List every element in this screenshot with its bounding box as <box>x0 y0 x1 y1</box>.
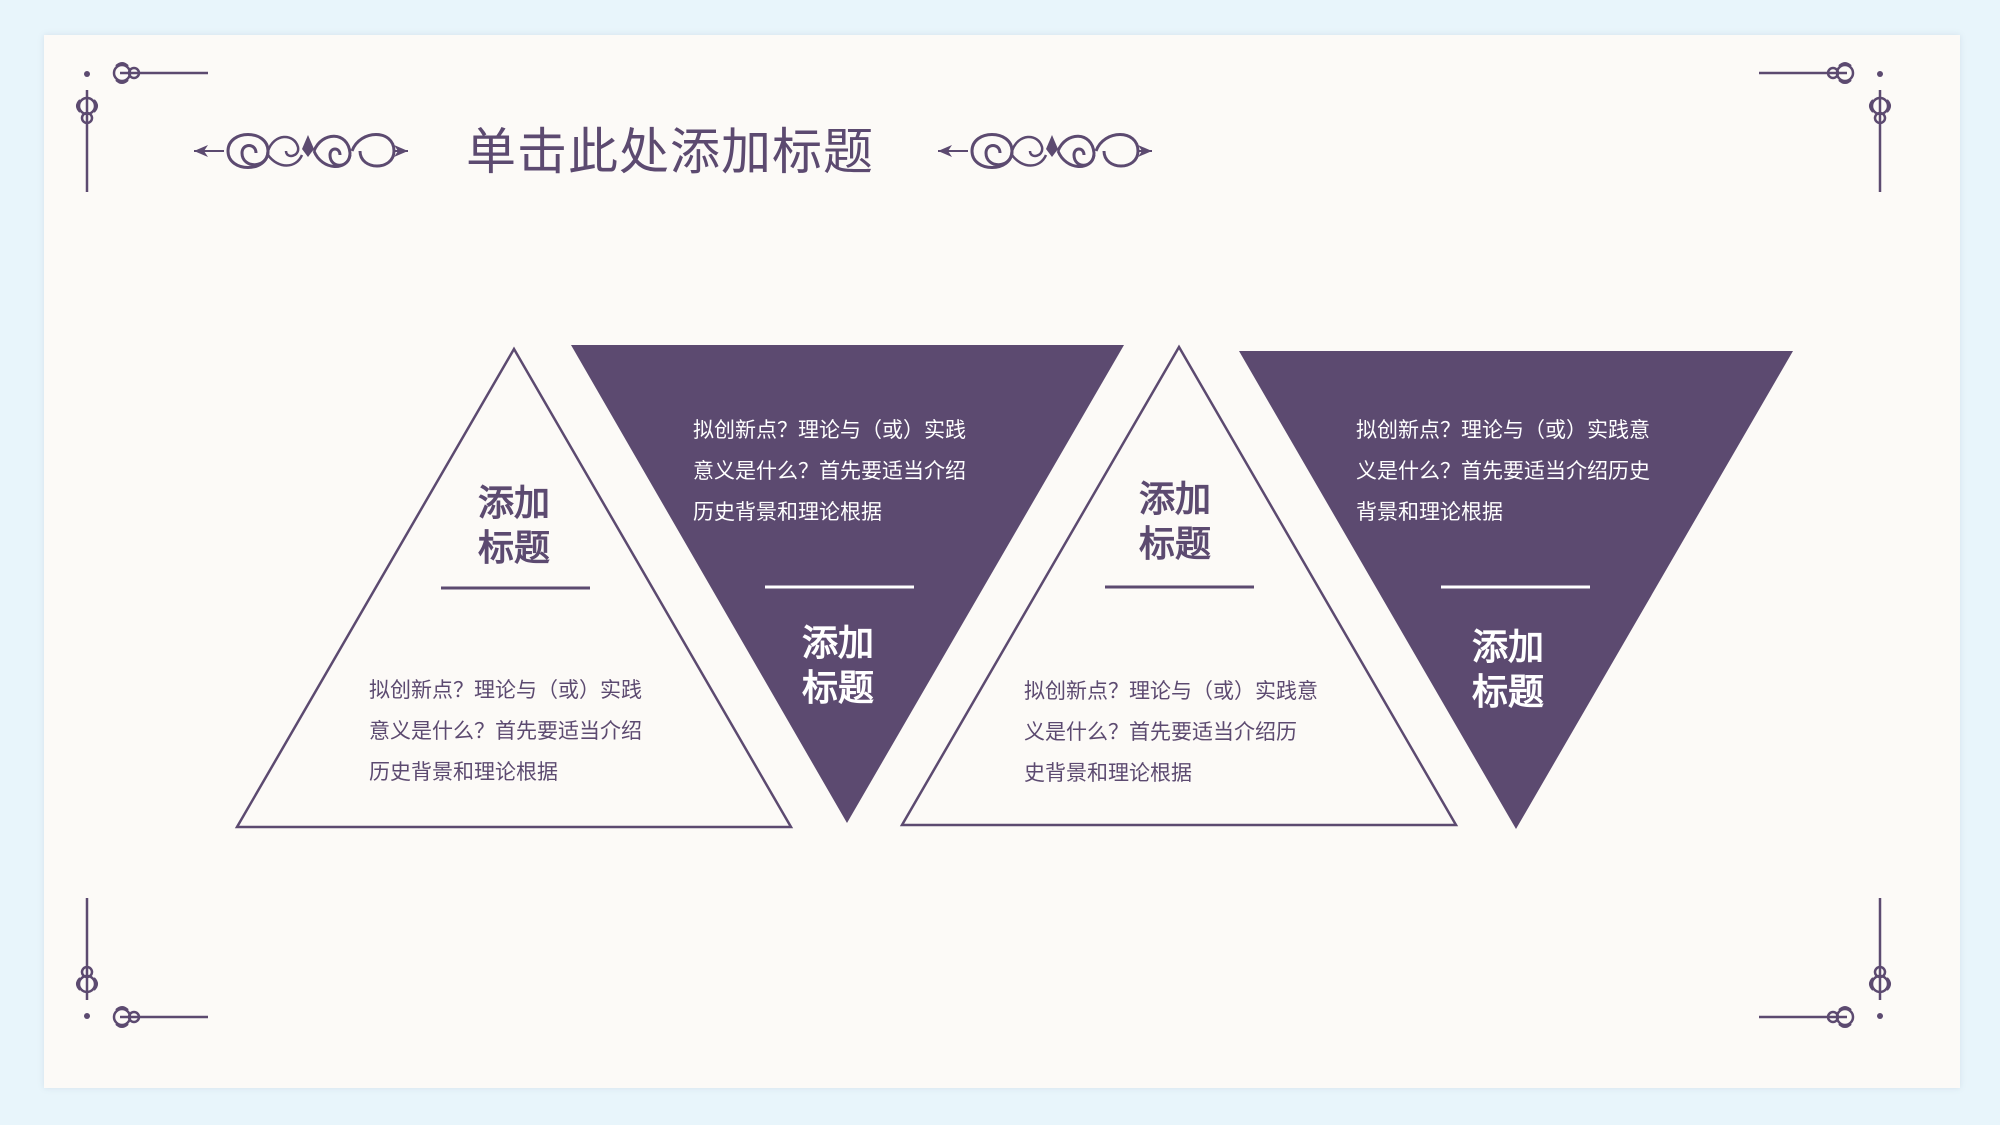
card-4-body[interactable]: 拟创新点？理论与（或）实践意 义是什么？首先要适当介绍历史 背景和理论根据 <box>1356 410 1650 533</box>
card-4-heading-line-2: 标题 <box>1471 672 1544 713</box>
title-flourish-right-icon <box>936 133 1154 169</box>
card-1-body-line-3: 历史背景和理论根据 <box>369 760 558 784</box>
card-1-body-line-2: 意义是什么？首先要适当介绍 <box>369 719 642 743</box>
card-2-body-line-2: 意义是什么？首先要适当介绍 <box>693 459 966 483</box>
card-4-body-line-1: 拟创新点？理论与（或）实践意 <box>1356 418 1650 442</box>
card-4-body-line-2: 义是什么？首先要适当介绍历史 <box>1356 459 1650 483</box>
card-1-body[interactable]: 拟创新点？理论与（或）实践 意义是什么？首先要适当介绍 历史背景和理论根据 <box>369 670 642 793</box>
card-3-triangle <box>899 344 1459 827</box>
card-1-body-line-1: 拟创新点？理论与（或）实践 <box>369 678 642 702</box>
card-4-heading[interactable]: 添加 标题 <box>1428 625 1588 715</box>
card-2-body-line-3: 历史背景和理论根据 <box>693 500 882 524</box>
card-2-triangle <box>571 345 1124 823</box>
card-3-heading-line-2: 标题 <box>1138 524 1211 565</box>
card-4-heading-line-1: 添加 <box>1471 627 1544 668</box>
card-3-body-line-2: 义是什么？首先要适当介绍历 <box>1024 720 1297 744</box>
card-4-triangle <box>1239 351 1793 829</box>
card-1-heading[interactable]: 添加 标题 <box>434 481 594 571</box>
card-2-heading-line-2: 标题 <box>801 668 874 709</box>
card-2-body[interactable]: 拟创新点？理论与（或）实践 意义是什么？首先要适当介绍 历史背景和理论根据 <box>693 410 966 533</box>
card-3-heading[interactable]: 添加 标题 <box>1095 477 1255 567</box>
title-flourish-left-icon <box>192 133 410 169</box>
card-4-body-line-3: 背景和理论根据 <box>1356 500 1503 524</box>
corner-top-right-icon <box>1757 61 1892 194</box>
card-2-heading-line-1: 添加 <box>801 623 874 664</box>
card-2-body-line-1: 拟创新点？理论与（或）实践 <box>693 418 966 442</box>
card-1-heading-line-2: 标题 <box>477 528 550 569</box>
card-1-heading-line-1: 添加 <box>477 483 550 524</box>
corner-bottom-left-icon <box>75 896 210 1029</box>
card-3-heading-line-1: 添加 <box>1138 479 1211 520</box>
card-2-heading[interactable]: 添加 标题 <box>758 621 918 711</box>
corner-bottom-right-icon <box>1757 896 1892 1029</box>
card-3-body-line-1: 拟创新点？理论与（或）实践意 <box>1024 679 1318 703</box>
card-3-body[interactable]: 拟创新点？理论与（或）实践意 义是什么？首先要适当介绍历 史背景和理论根据 <box>1024 671 1318 794</box>
card-1-triangle <box>234 346 794 829</box>
card-3-body-line-3: 史背景和理论根据 <box>1024 761 1192 785</box>
page-title[interactable]: 单击此处添加标题 <box>466 123 874 181</box>
corner-top-left-icon <box>75 61 210 194</box>
